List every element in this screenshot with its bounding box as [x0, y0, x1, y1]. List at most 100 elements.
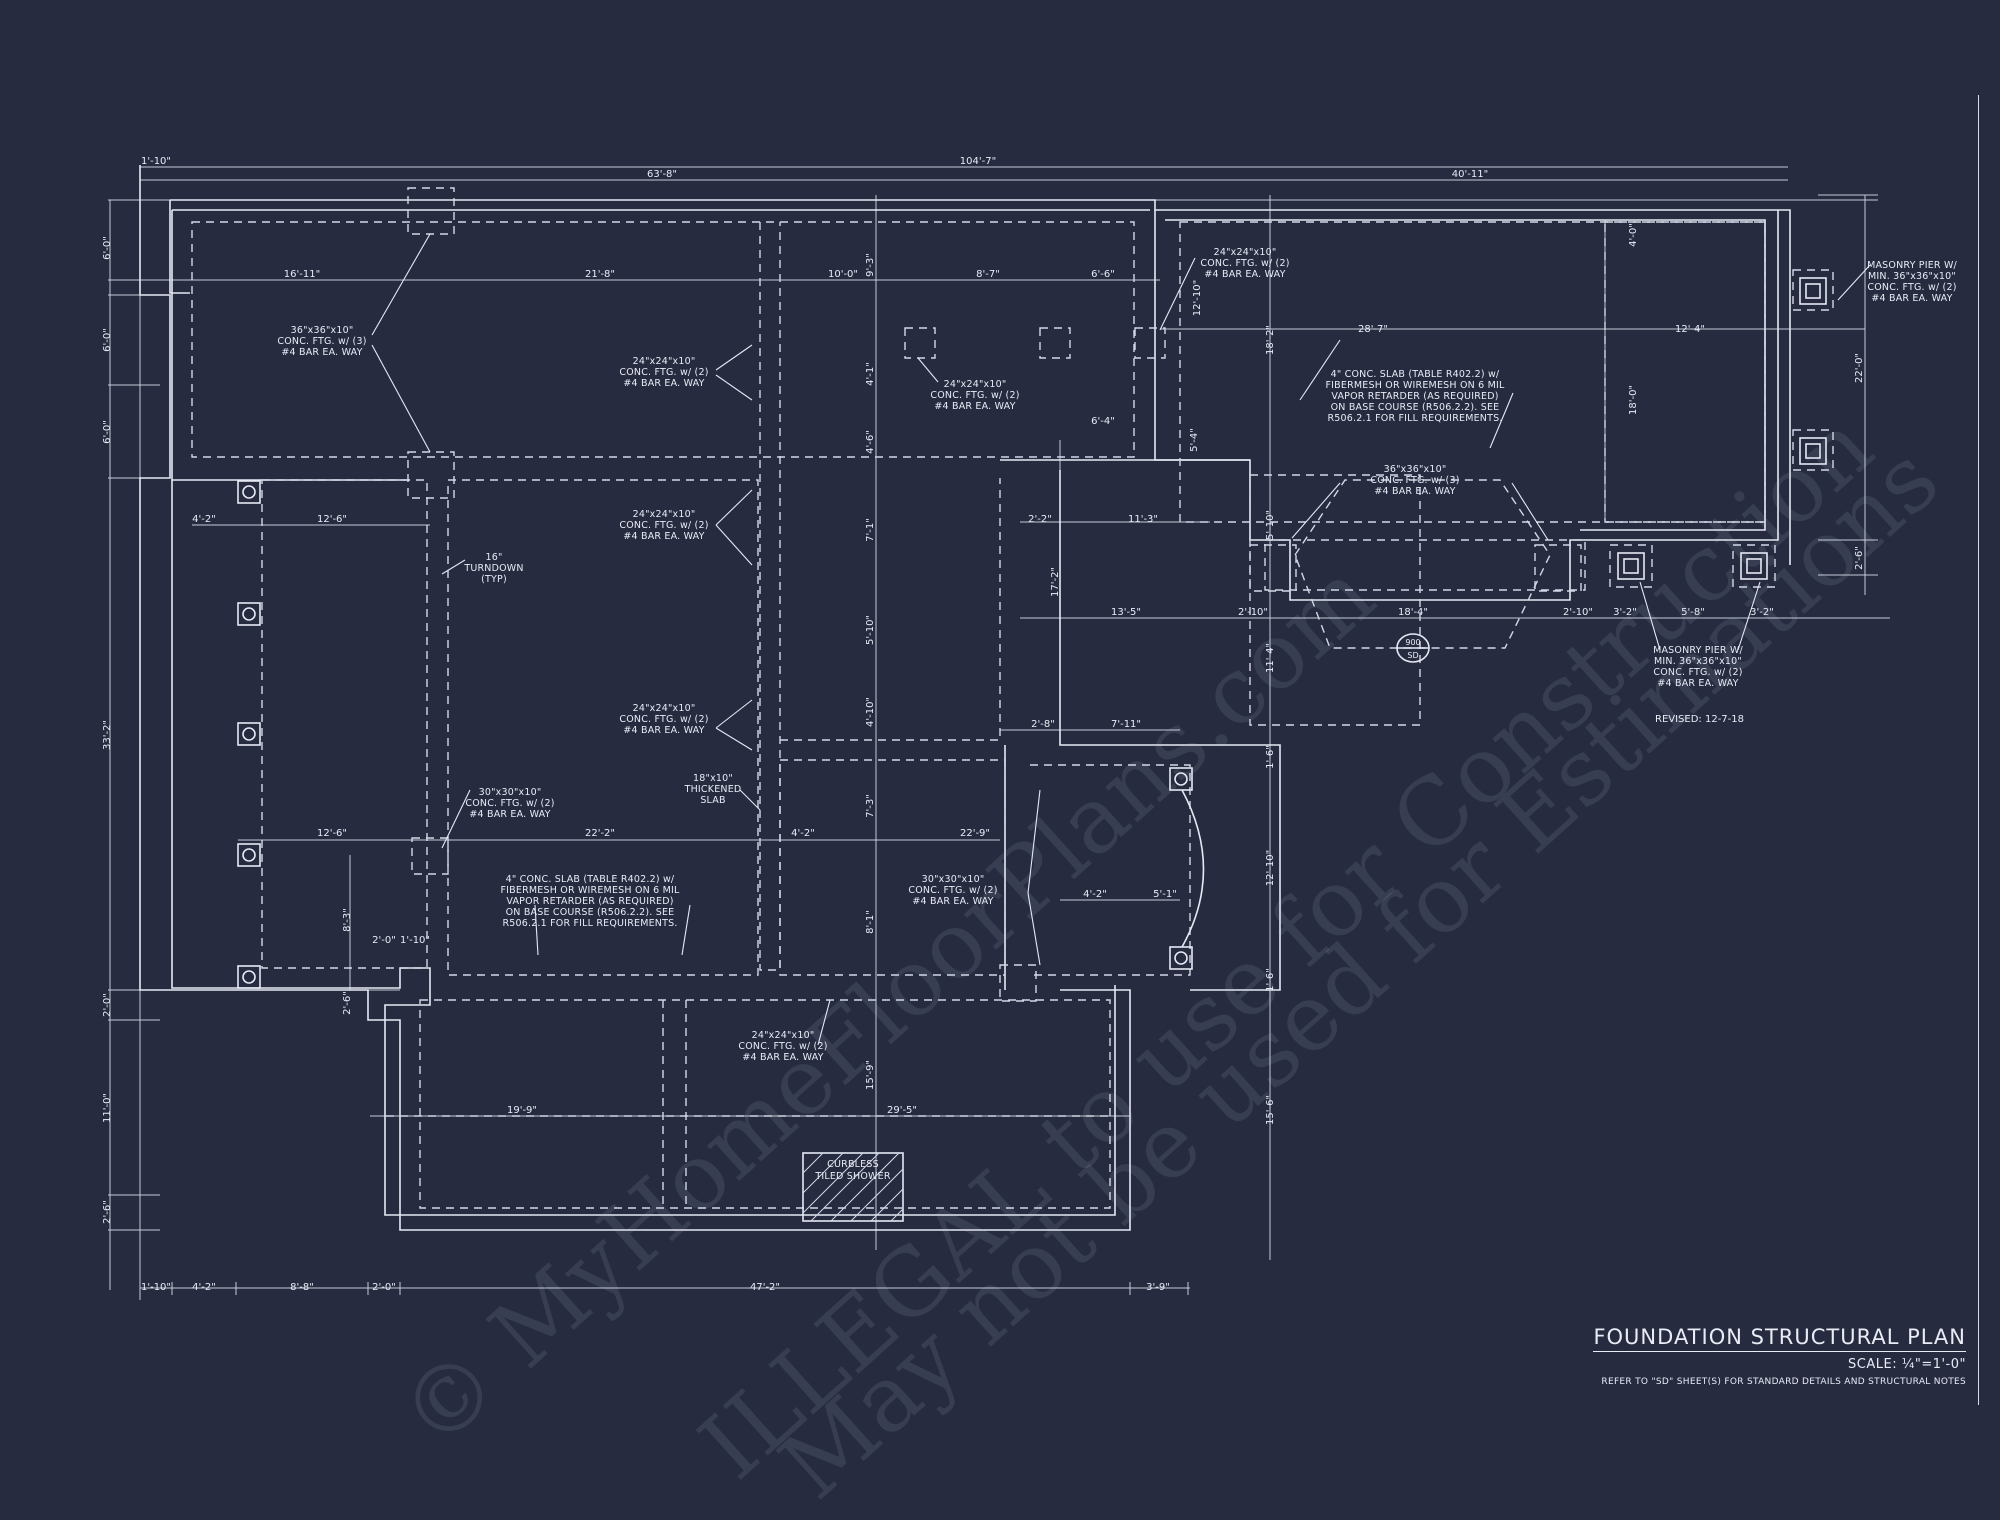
dim-int-18: 4'-10": [865, 697, 876, 727]
dim-int-11: 19'-9": [507, 1105, 537, 1116]
footing-36-note-3: #4 BAR EA. WAY: [281, 347, 362, 358]
slab-b-note-5: R506.2.1 FOR FILL REQUIREMENTS.: [1327, 413, 1502, 424]
revision-note: REVISED: 12-7-18: [1655, 714, 1744, 725]
shower-label-1: CURBLESS: [827, 1159, 879, 1170]
footing-24c-note-2: CONC. FTG. w/ (2): [619, 714, 708, 725]
dim-int-7: 2'-0": [372, 935, 396, 946]
footing-30b-note-1: 30"x30"x10": [922, 874, 985, 885]
footing-24d-note-2: CONC. FTG. w/ (2): [930, 390, 1019, 401]
sheet-scale: SCALE: ¼"=1'-0": [1848, 1357, 1966, 1372]
dim-int-26: 2'-8": [1031, 719, 1055, 730]
pier-a-note-1: MASONRY PIER W/: [1867, 260, 1957, 271]
dim-int-45: 22'-0": [1854, 353, 1865, 383]
footing-24c-note-1: 24"x24"x10": [633, 703, 696, 714]
footing-24f-note-1: 24"x24"x10": [752, 1030, 815, 1041]
footing-36-note-1: 36"x36"x10": [291, 325, 354, 336]
pier-a-note-4: #4 BAR EA. WAY: [1871, 293, 1952, 304]
slab-b-note-1: 4" CONC. SLAB (TABLE R402.2) w/: [1331, 369, 1500, 380]
section-tag-number: 900: [1405, 638, 1420, 647]
footing-30a-note-3: #4 BAR EA. WAY: [469, 809, 550, 820]
dim-int-23: 11'-3": [1128, 514, 1158, 525]
dim-top-9: 6'-6": [1091, 269, 1115, 280]
dim-int-8: 1'-10": [400, 935, 430, 946]
dim-top-2: 63'-8": [647, 169, 677, 180]
pier-b-note-2: MIN. 36"x36"x10": [1654, 656, 1742, 667]
foundation-walls: [139, 165, 1791, 1231]
dim-int-33: 5'-10": [1265, 510, 1276, 540]
slab-a-note-4: ON BASE COURSE (R506.2.2). SEE: [506, 907, 675, 918]
dim-int-27: 7'-11": [1111, 719, 1141, 730]
footing-24e-note-2: CONC. FTG. w/ (2): [1200, 258, 1289, 269]
dim-int-6: 22'-9": [960, 828, 990, 839]
thickened-slab-note-1: 18"x10": [693, 773, 733, 784]
dim-int-9: 8'-3": [342, 908, 353, 932]
footing-24a-note-3: #4 BAR EA. WAY: [623, 378, 704, 389]
pier-a-note-3: CONC. FTG. w/ (2): [1867, 282, 1956, 293]
leader-lines: [371, 233, 1871, 1046]
footing-30b-note-3: #4 BAR EA. WAY: [912, 896, 993, 907]
pier-b-note-3: CONC. FTG. w/ (2): [1653, 667, 1742, 678]
pier-b-note-4: #4 BAR EA. WAY: [1657, 678, 1738, 689]
section-tag-sheet: SD: [1407, 651, 1418, 660]
dim-int-5: 4'-2": [791, 828, 815, 839]
dim-int-37: 2'-10": [1238, 607, 1268, 618]
footing-24d-note-1: 24"x24"x10": [944, 379, 1007, 390]
dim-int-31: 18'-2": [1265, 325, 1276, 355]
footing-24e-note-3: #4 BAR EA. WAY: [1204, 269, 1285, 280]
footing-36b-note-1: 36"x36"x10": [1384, 464, 1447, 475]
column-piers: [237, 480, 1205, 989]
footing-24a-note-1: 24"x24"x10": [633, 356, 696, 367]
dim-int-43: 4'-0": [1628, 223, 1639, 247]
dim-left-3: 6'-0": [102, 420, 113, 444]
dim-top-6: 21'-8": [585, 269, 615, 280]
footing-24e-note-1: 24"x24"x10": [1214, 247, 1277, 258]
footing-30a-note-1: 30"x30"x10": [479, 787, 542, 798]
dim-int-47: 1'-6": [1265, 745, 1276, 769]
dim-int-25: 17'-2": [1050, 567, 1061, 597]
slab-b-note-2: FIBERMESH OR WIREMESH ON 6 MIL: [1325, 380, 1505, 391]
dim-int-30: 12'-10": [1192, 280, 1203, 316]
dim-int-46: 2'-6": [1854, 546, 1865, 570]
footing-24f-note-3: #4 BAR EA. WAY: [742, 1052, 823, 1063]
dim-int-44: 18'-0": [1628, 385, 1639, 415]
dim-left-6: 11'-0": [102, 1093, 113, 1123]
footing-24a-note-2: CONC. FTG. w/ (2): [619, 367, 708, 378]
turndown-note-2: TURNDOWN: [463, 563, 523, 574]
dim-bottom-2: 4'-2": [192, 1282, 216, 1293]
dim-int-24: 13'-5": [1111, 607, 1141, 618]
dim-int-42: 3'-2": [1750, 607, 1774, 618]
dim-int-40: 3'-2": [1613, 607, 1637, 618]
dim-int-48: 1'-6": [1265, 968, 1276, 992]
sheet-title: FOUNDATION STRUCTURAL PLAN: [1593, 1325, 1966, 1352]
dim-int-17: 5'-10": [865, 615, 876, 645]
dim-top-4: 40'-11": [1452, 169, 1488, 180]
footing-24b-note-1: 24"x24"x10": [633, 509, 696, 520]
turndown-note-3: (TYP): [481, 574, 507, 585]
dim-int-34: 11'-4": [1265, 643, 1276, 673]
masonry-piers: [1617, 277, 1827, 580]
dim-bottom-5: 47'-2": [750, 1282, 780, 1293]
title-block: FOUNDATION STRUCTURAL PLAN SCALE: ¼"=1'-…: [1593, 1325, 1966, 1387]
dim-left-2: 6'-0": [102, 328, 113, 352]
dim-int-16: 7'-1": [865, 518, 876, 542]
dim-top-1: 1'-10": [141, 156, 171, 167]
footing-24c-note-3: #4 BAR EA. WAY: [623, 725, 704, 736]
dim-int-19: 7'-3": [865, 794, 876, 818]
dim-int-41: 5'-8": [1681, 607, 1705, 618]
dim-top-10: 28'-7": [1358, 324, 1388, 335]
dim-bottom-1: 1'-10": [141, 1282, 171, 1293]
dim-int-13: 9'-3": [865, 253, 876, 277]
dim-left-4: 33'-2": [102, 720, 113, 750]
thickened-slab-note-3: SLAB: [700, 795, 725, 806]
dim-int-15: 4'-6": [865, 430, 876, 454]
dim-left-5: 2'-0": [102, 993, 113, 1017]
dim-int-29: 5'-1": [1153, 889, 1177, 900]
slab-b-note-3: VAPOR RETARDER (AS REQUIRED): [1331, 391, 1498, 402]
refer-note: REFER TO "SD" SHEET(S) FOR STANDARD DETA…: [1601, 1377, 1966, 1387]
dimension-labels: 1'-10" 63'-8" 104'-7" 40'-11" 16'-11" 21…: [102, 156, 1865, 1293]
slab-a-note-1: 4" CONC. SLAB (TABLE R402.2) w/: [506, 874, 675, 885]
dim-int-10: 2'-6": [342, 991, 353, 1015]
dim-top-5: 16'-11": [284, 269, 320, 280]
pier-b-note-1: MASONRY PIER W/: [1653, 645, 1743, 656]
